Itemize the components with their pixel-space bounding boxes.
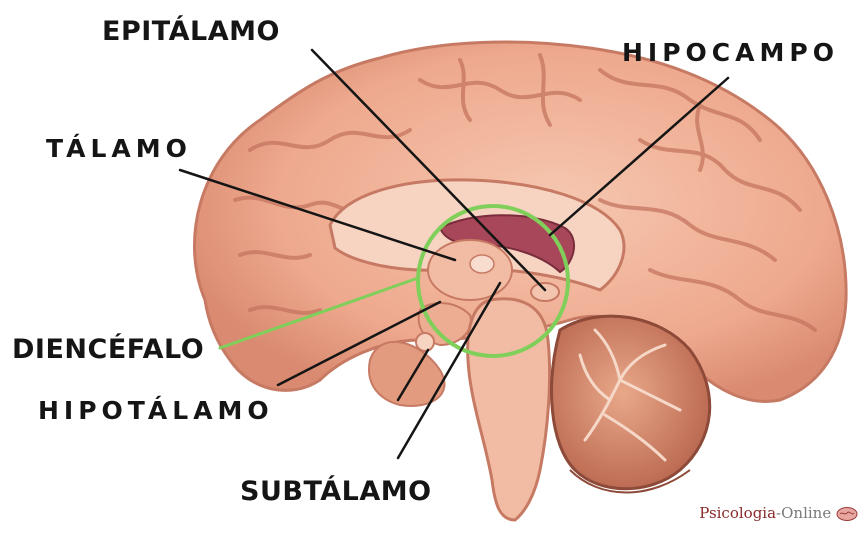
watermark-brand: Psicologia bbox=[699, 504, 776, 522]
brain-logo-icon bbox=[836, 506, 858, 522]
watermark: Psicologia-Online bbox=[699, 504, 858, 522]
label-subtalamo: SUBTÁLAMO bbox=[240, 478, 432, 505]
label-hipotalamo: HIPOTÁLAMO bbox=[38, 398, 274, 423]
label-diencefalo: DIENCÉFALO bbox=[12, 336, 204, 363]
label-hipocampo: HIPOCAMPO bbox=[622, 40, 839, 65]
watermark-suffix: -Online bbox=[776, 504, 831, 522]
brainstem bbox=[468, 299, 550, 520]
thalamic-nucleus bbox=[470, 255, 494, 273]
thalamus bbox=[428, 240, 512, 300]
label-talamo: TÁLAMO bbox=[46, 136, 192, 161]
label-epitalamo: EPITÁLAMO bbox=[102, 18, 280, 45]
pineal-gland bbox=[531, 283, 559, 301]
